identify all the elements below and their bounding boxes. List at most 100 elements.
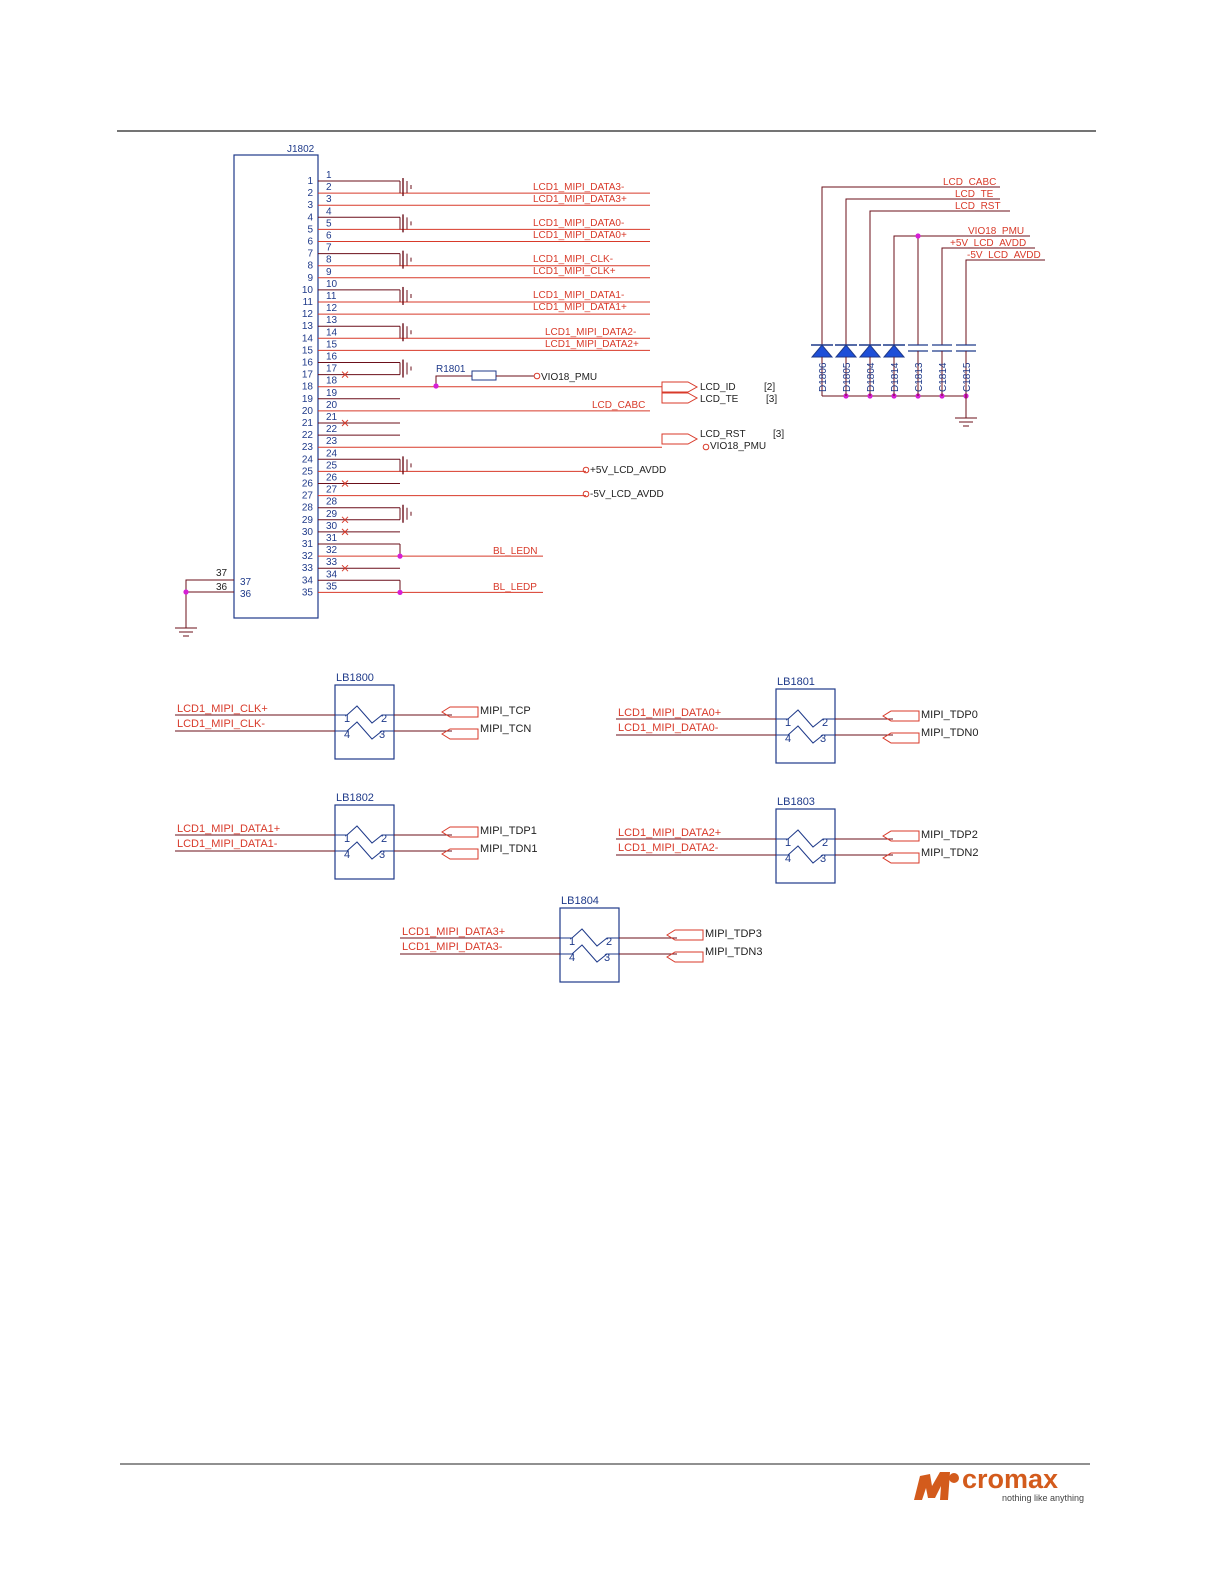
pin-number-right: 1 <box>326 170 332 181</box>
net-data1p: LCD1_MIPI_DATA1+ <box>533 302 627 313</box>
nc-stroke <box>341 480 349 487</box>
prot-net-rst: LCD_RST <box>955 201 1001 212</box>
pin-number-left: 21 <box>302 418 314 429</box>
bead-ref: LB1800 <box>336 672 374 684</box>
ground-icon <box>399 456 412 475</box>
bead-pin: 2 <box>606 936 612 948</box>
pin-number-right: 27 <box>326 485 338 496</box>
pin-number-right: 9 <box>326 267 332 278</box>
net-cabc: LCD_CABC <box>592 400 645 411</box>
diode-body <box>858 344 882 358</box>
port-lcd-te[interactable] <box>661 392 699 404</box>
junction-dot <box>183 589 189 595</box>
port-lcd-id[interactable] <box>661 381 699 393</box>
pin-number-left: 9 <box>307 273 313 284</box>
pin-number-left: 12 <box>302 309 314 320</box>
net-clkn: LCD1_MIPI_CLK- <box>533 254 613 265</box>
cap-ref: C1814 <box>938 362 949 392</box>
connector-ref: J1802 <box>287 144 315 155</box>
port-lcd-id-ref: [2] <box>764 382 775 393</box>
pin-number-left: 2 <box>307 188 313 199</box>
port-lcd-rst-label: LCD_RST <box>700 429 746 440</box>
nc-stroke <box>341 528 349 536</box>
bead-pin: 1 <box>344 833 350 845</box>
bead-pin: 4 <box>344 849 350 861</box>
pin-number-right: 2 <box>326 182 332 193</box>
pin-number-left: 30 <box>302 527 314 538</box>
bead-coil <box>776 725 835 744</box>
hier-ports: LCD_ID [2] LCD_TE [3] LCD_RST [3] VIO18_… <box>582 381 784 500</box>
bead-pin: 3 <box>379 849 385 861</box>
pin-number-left: 26 <box>302 479 314 490</box>
pin-number-left: 29 <box>302 515 314 526</box>
bead-pin: 2 <box>822 717 828 729</box>
port-lcd-rst[interactable] <box>661 433 699 445</box>
port-circle <box>582 490 590 498</box>
port-circle <box>582 466 590 474</box>
pin-number-right: 26 <box>326 473 338 484</box>
net-data3p: LCD1_MIPI_DATA3+ <box>533 194 627 205</box>
ground-icon <box>175 627 197 637</box>
net-clkp: LCD1_MIPI_CLK+ <box>533 266 616 277</box>
bead-coil <box>335 705 394 724</box>
resistor-net: VIO18_PMU <box>541 372 597 383</box>
prot-net-wire <box>869 210 1010 345</box>
diode-ref: D1806 <box>818 362 829 392</box>
pin-number-right: 24 <box>326 448 338 459</box>
prot-net-wire <box>821 186 1000 345</box>
bead-body <box>334 804 395 880</box>
bead-out-net: MIPI_TDP3 <box>705 928 762 940</box>
prot-net-vio18: VIO18_PMU <box>968 226 1024 237</box>
pin-number-right: 23 <box>326 436 338 447</box>
nc-stroke <box>341 419 349 427</box>
pin-number-right: 34 <box>326 569 338 580</box>
ground-icon <box>399 250 412 269</box>
capacitor-icon: C1813 <box>908 344 928 396</box>
bead-out-net: MIPI_TDN1 <box>480 843 537 855</box>
bead-ref: LB1802 <box>336 792 374 804</box>
pin-number-right: 13 <box>326 315 338 326</box>
pin-number-right: 35 <box>326 581 338 592</box>
pin-number-left: 33 <box>302 563 314 574</box>
diode-icon: D1804 <box>858 344 882 396</box>
ground-icon <box>399 359 412 378</box>
diode-ref: D1804 <box>866 362 877 392</box>
pin-number-left: 16 <box>302 358 314 369</box>
bead-coil <box>335 721 394 740</box>
bead-pin: 2 <box>822 837 828 849</box>
pin-number-right: 19 <box>326 388 338 399</box>
net-data3n: LCD1_MIPI_DATA3- <box>533 182 624 193</box>
net-bl-ledn: BL_LEDN <box>493 546 537 557</box>
cap-ref: C1813 <box>914 362 925 392</box>
pin-number-left: 10 <box>302 285 314 296</box>
connector-left-pins: 1234567891011121314151617181920212223242… <box>302 176 314 598</box>
port-lcd-te-ref: [3] <box>766 394 777 405</box>
bead-body <box>334 684 395 760</box>
bead-coil <box>560 928 619 947</box>
bead-pin: 2 <box>381 833 387 845</box>
port-n5v-label: -5V_LCD_AVDD <box>590 489 664 500</box>
bead-out-net: MIPI_TCP <box>480 705 531 717</box>
pin-number-left: 22 <box>302 430 314 441</box>
resistor-r1801: R1801 VIO18_PMU <box>433 364 597 389</box>
pin-number-right: 28 <box>326 497 338 508</box>
bead-pin: 3 <box>820 853 826 865</box>
no-connect-icon <box>341 480 349 487</box>
prot-net-wire <box>893 235 918 345</box>
net-data2p: LCD1_MIPI_DATA2+ <box>545 339 639 350</box>
shield-wire-37 <box>185 579 234 628</box>
outer-pin-36: 36 <box>216 582 228 593</box>
pin-number-left: 13 <box>302 321 314 332</box>
pin-number-left: 18 <box>302 382 314 393</box>
bead-in-net: LCD1_MIPI_CLK- <box>177 718 265 730</box>
pin-number-right: 29 <box>326 509 338 520</box>
pin-number-right: 20 <box>326 400 338 411</box>
pin-number-left: 8 <box>307 261 313 272</box>
pin-number-right: 15 <box>326 339 338 350</box>
bead-out-net: MIPI_TDN3 <box>705 946 762 958</box>
pin-number-right: 21 <box>326 412 338 423</box>
pin-number-left: 6 <box>307 237 313 248</box>
